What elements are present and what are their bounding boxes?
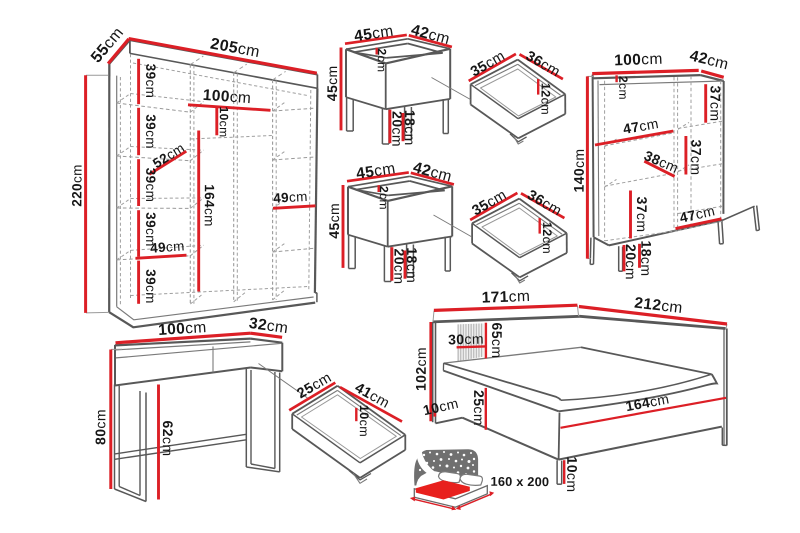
- svg-text:18cm: 18cm: [638, 241, 654, 277]
- svg-text:45cm: 45cm: [353, 23, 395, 46]
- svg-text:37cm: 37cm: [634, 197, 650, 233]
- svg-text:100cm: 100cm: [202, 87, 252, 107]
- svg-text:100cm: 100cm: [614, 51, 663, 70]
- svg-text:2cm: 2cm: [616, 76, 630, 100]
- svg-text:39cm: 39cm: [143, 269, 158, 304]
- svg-text:12cm: 12cm: [538, 83, 552, 115]
- svg-text:65cm: 65cm: [489, 323, 505, 359]
- svg-text:102cm: 102cm: [412, 347, 428, 391]
- svg-text:140cm: 140cm: [570, 148, 586, 192]
- svg-text:2cm: 2cm: [377, 186, 391, 210]
- svg-text:18cm: 18cm: [402, 110, 418, 146]
- svg-text:47cm: 47cm: [678, 202, 717, 226]
- svg-text:10cm: 10cm: [421, 394, 460, 418]
- svg-text:212cm: 212cm: [633, 295, 683, 317]
- svg-text:171cm: 171cm: [481, 288, 530, 307]
- svg-text:39cm: 39cm: [143, 212, 158, 247]
- svg-text:160 x 200: 160 x 200: [490, 474, 549, 489]
- svg-text:42cm: 42cm: [411, 159, 454, 186]
- svg-text:49cm: 49cm: [150, 238, 186, 255]
- svg-text:36cm: 36cm: [524, 187, 564, 219]
- svg-text:45cm: 45cm: [326, 203, 342, 239]
- svg-text:2cm: 2cm: [375, 49, 389, 73]
- svg-text:47cm: 47cm: [622, 115, 660, 137]
- svg-text:10cm: 10cm: [217, 106, 231, 137]
- svg-text:38cm: 38cm: [642, 147, 681, 176]
- svg-text:37cm: 37cm: [688, 140, 704, 176]
- svg-text:45cm: 45cm: [355, 160, 397, 183]
- svg-text:62cm: 62cm: [160, 421, 176, 457]
- svg-text:164cm: 164cm: [624, 390, 670, 414]
- svg-text:45cm: 45cm: [324, 65, 340, 101]
- svg-text:100cm: 100cm: [158, 319, 207, 339]
- svg-text:49cm: 49cm: [273, 188, 308, 205]
- svg-text:18cm: 18cm: [404, 247, 420, 283]
- svg-text:220cm: 220cm: [69, 164, 84, 207]
- svg-text:30cm: 30cm: [448, 330, 484, 347]
- svg-text:42cm: 42cm: [409, 22, 452, 49]
- svg-text:39cm: 39cm: [143, 114, 158, 149]
- svg-text:12cm: 12cm: [540, 222, 554, 254]
- svg-text:25cm: 25cm: [471, 390, 487, 426]
- svg-text:32cm: 32cm: [248, 315, 289, 337]
- svg-text:10cm: 10cm: [357, 405, 371, 437]
- svg-text:37cm: 37cm: [708, 86, 724, 122]
- svg-text:205cm: 205cm: [209, 36, 261, 62]
- svg-text:39cm: 39cm: [143, 64, 158, 99]
- svg-text:25cm: 25cm: [294, 370, 334, 402]
- svg-text:164cm: 164cm: [202, 184, 217, 227]
- svg-text:42cm: 42cm: [688, 47, 730, 73]
- svg-text:20cm: 20cm: [623, 244, 639, 280]
- svg-text:80cm: 80cm: [92, 409, 108, 445]
- svg-text:39cm: 39cm: [143, 168, 158, 203]
- svg-text:10cm: 10cm: [564, 457, 580, 493]
